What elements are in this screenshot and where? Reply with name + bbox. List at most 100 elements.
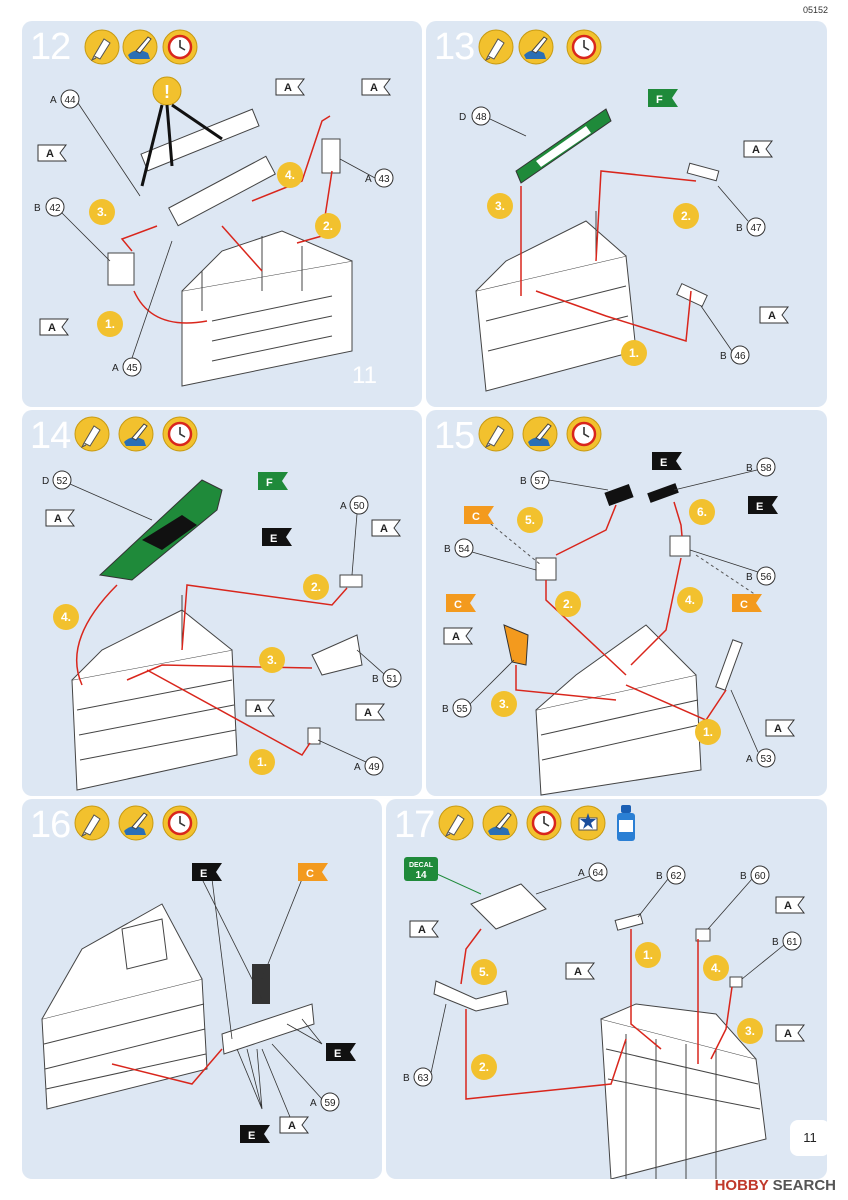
svg-text:61: 61 [786, 937, 798, 948]
svg-text:F: F [266, 477, 273, 489]
step-number: 13 [434, 26, 475, 68]
svg-text:58: 58 [760, 463, 772, 474]
sprue-tags: E E C C C A A [443, 452, 795, 737]
svg-text:64: 64 [592, 868, 604, 879]
svg-text:42: 42 [49, 203, 61, 214]
svg-text:56: 56 [760, 572, 772, 583]
part-55 [503, 624, 529, 666]
svg-text:63: 63 [417, 1073, 429, 1084]
svg-text:2.: 2. [479, 1060, 489, 1074]
svg-text:A: A [452, 631, 460, 643]
svg-text:53: 53 [760, 754, 772, 765]
part-50 [339, 574, 363, 588]
sprue-tags: F A E A A A [45, 472, 401, 721]
svg-text:E: E [756, 501, 763, 513]
svg-text:B: B [372, 674, 379, 685]
svg-text:A: A [310, 1098, 317, 1109]
svg-text:A: A [380, 523, 388, 535]
part-64 [470, 883, 547, 930]
svg-text:E: E [200, 868, 207, 880]
sprue-tags: A A A A [409, 896, 805, 1042]
svg-text:C: C [472, 511, 480, 523]
svg-text:2.: 2. [323, 219, 333, 233]
svg-text:54: 54 [458, 544, 470, 555]
svg-text:2.: 2. [563, 597, 573, 611]
part-45 [168, 155, 276, 227]
hull-assembly [475, 211, 637, 392]
part-42 [107, 252, 135, 286]
svg-text:3.: 3. [495, 199, 505, 213]
decal-water-bottle-icon [617, 805, 635, 841]
svg-text:DECAL: DECAL [409, 862, 434, 869]
sprue-tags: A A A A [37, 78, 391, 336]
step-number: 16 [30, 804, 71, 846]
paint-brush-icon [518, 29, 554, 65]
step-17-illustration: DECAL 14 64A 62B 60B 61B 63B 1. 2. 3. 4.… [403, 805, 805, 1179]
part-61 [729, 976, 743, 988]
document-code: 05152 [802, 5, 828, 15]
svg-text:45: 45 [126, 363, 138, 374]
part-47 [686, 162, 720, 182]
svg-text:4.: 4. [285, 168, 295, 182]
svg-text:4.: 4. [711, 961, 721, 975]
paint-brush-icon [522, 416, 558, 452]
svg-text:4.: 4. [61, 610, 71, 624]
svg-text:A: A [752, 144, 760, 156]
glue-icon [84, 29, 120, 65]
svg-text:A: A [288, 1120, 296, 1132]
part-59 [221, 1003, 315, 1055]
svg-text:1.: 1. [105, 317, 115, 331]
glue-icon [438, 805, 474, 841]
step-13-illustration: 48D 47B 46B 1. 2. 3. F A A [459, 29, 789, 392]
svg-text:4.: 4. [685, 593, 695, 607]
clock-icon [162, 29, 198, 65]
svg-text:52: 52 [56, 476, 68, 487]
watermark-brand: HOBBY [714, 1177, 769, 1194]
svg-text:D: D [42, 476, 49, 487]
svg-text:A: A [340, 501, 347, 512]
svg-text:A: A [48, 322, 56, 334]
svg-text:A: A [50, 95, 57, 106]
svg-text:1.: 1. [643, 948, 653, 962]
paint-brush-icon [118, 416, 154, 452]
svg-text:B: B [720, 351, 727, 362]
part-callouts: 48D 47B 46B [459, 106, 766, 365]
svg-text:E: E [270, 533, 277, 545]
decal-badge: DECAL 14 [404, 857, 438, 881]
assembly-arrows [75, 584, 348, 756]
svg-text:49: 49 [368, 762, 380, 773]
svg-text:1.: 1. [257, 755, 267, 769]
sub-step-badges: 1. 2. 3. 4. 5. [471, 942, 763, 1080]
page-number: 11 [790, 1120, 830, 1156]
glue-icon [74, 805, 110, 841]
clock-icon [162, 416, 198, 452]
svg-text:47: 47 [750, 223, 762, 234]
svg-text:E: E [248, 1130, 255, 1142]
svg-text:5.: 5. [479, 965, 489, 979]
svg-text:3.: 3. [97, 205, 107, 219]
svg-text:3.: 3. [267, 653, 277, 667]
svg-text:C: C [740, 599, 748, 611]
svg-text:A: A [768, 310, 776, 322]
svg-text:3.: 3. [499, 697, 509, 711]
svg-text:D: D [459, 112, 466, 123]
svg-text:A: A [746, 754, 753, 765]
svg-text:46: 46 [734, 351, 746, 362]
sub-step-badges: 1. 2. 3. 4. 5. 6. [491, 499, 721, 745]
svg-text:5.: 5. [525, 513, 535, 527]
svg-text:B: B [442, 704, 449, 715]
svg-text:1.: 1. [629, 346, 639, 360]
svg-text:1.: 1. [703, 725, 713, 739]
svg-text:A: A [784, 900, 792, 912]
step-12-illustration: ! 44A 43A 42B 45A 1. 2. 3. 4. A [34, 29, 394, 389]
svg-text:A: A [364, 707, 372, 719]
part-43 [321, 138, 341, 174]
svg-text:6.: 6. [697, 505, 707, 519]
svg-text:62: 62 [670, 871, 682, 882]
sprue-tags: F A A [648, 89, 789, 324]
sub-step-badges: 1. 2. 3. 4. [89, 162, 341, 337]
part-54 [535, 557, 557, 581]
